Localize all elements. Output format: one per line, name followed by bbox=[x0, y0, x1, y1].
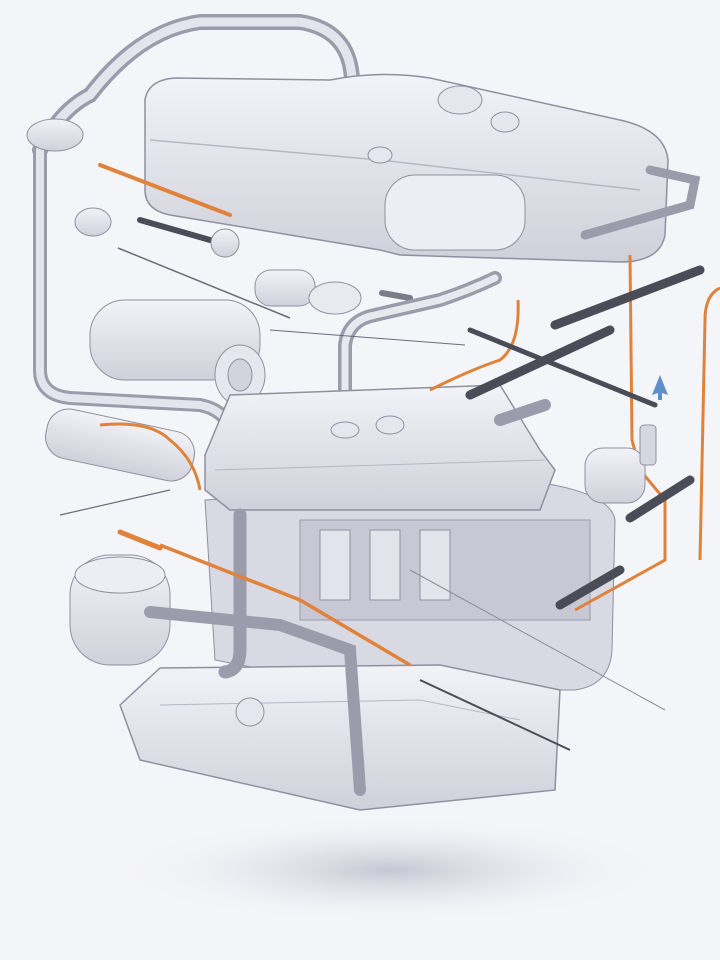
small-bar bbox=[379, 290, 413, 301]
lower-horizontal-pipe bbox=[144, 606, 366, 796]
upper-tank bbox=[144, 73, 701, 263]
ball-knob bbox=[210, 228, 240, 258]
ground-shadow bbox=[110, 815, 670, 925]
connector-part bbox=[254, 269, 316, 307]
dark-rod-right-1 bbox=[550, 265, 705, 330]
orange-rod-top bbox=[98, 163, 232, 217]
lower-vertical-pipe bbox=[218, 508, 247, 679]
dark-rod-right-5 bbox=[555, 565, 625, 610]
middle-tank bbox=[204, 384, 556, 511]
oil-pan bbox=[119, 664, 561, 811]
long-probe-rod bbox=[419, 679, 571, 751]
left-canister bbox=[69, 554, 171, 666]
middle-tank-port bbox=[375, 415, 405, 435]
orange-hose-right bbox=[574, 254, 667, 612]
thin-wire-2 bbox=[59, 489, 171, 516]
pipe-elbow-joint bbox=[26, 118, 84, 152]
orange-rod-mid bbox=[117, 529, 163, 551]
frame-cylinder-2 bbox=[369, 529, 401, 601]
filler-cap-2 bbox=[490, 111, 520, 133]
riser-flange bbox=[330, 421, 360, 439]
dark-rod-right-2 bbox=[467, 327, 658, 408]
right-canister bbox=[584, 424, 657, 504]
orange-hose-far-right bbox=[698, 286, 720, 561]
upper-pipe-highlight bbox=[35, 17, 357, 155]
thin-wire-3 bbox=[409, 569, 666, 711]
orange-hose-left bbox=[99, 422, 202, 491]
small-cap-part bbox=[74, 207, 112, 237]
dark-rod-top bbox=[137, 217, 213, 243]
thin-wire-1 bbox=[117, 247, 291, 319]
filler-cap bbox=[437, 85, 483, 115]
frame-cylinder-1 bbox=[319, 529, 351, 601]
frame-cylinder-3 bbox=[419, 529, 451, 601]
intake-cylinder bbox=[89, 299, 266, 406]
dark-rod-right-3 bbox=[465, 325, 615, 400]
spiral-plug bbox=[235, 697, 265, 727]
thin-wire-4 bbox=[269, 329, 466, 346]
exhaust-muffler bbox=[45, 408, 195, 482]
upper-tank-side-box bbox=[384, 174, 526, 251]
orange-hose-center bbox=[429, 299, 520, 392]
engine-frame bbox=[204, 479, 616, 691]
connector-ring bbox=[308, 281, 362, 315]
tank-handle-right bbox=[580, 165, 701, 240]
dark-rod-right-4 bbox=[625, 475, 695, 523]
side-rod-right bbox=[494, 399, 551, 426]
blue-arrow-icon bbox=[652, 375, 668, 400]
orange-hose-lower bbox=[159, 543, 411, 667]
tank-port bbox=[367, 146, 393, 164]
